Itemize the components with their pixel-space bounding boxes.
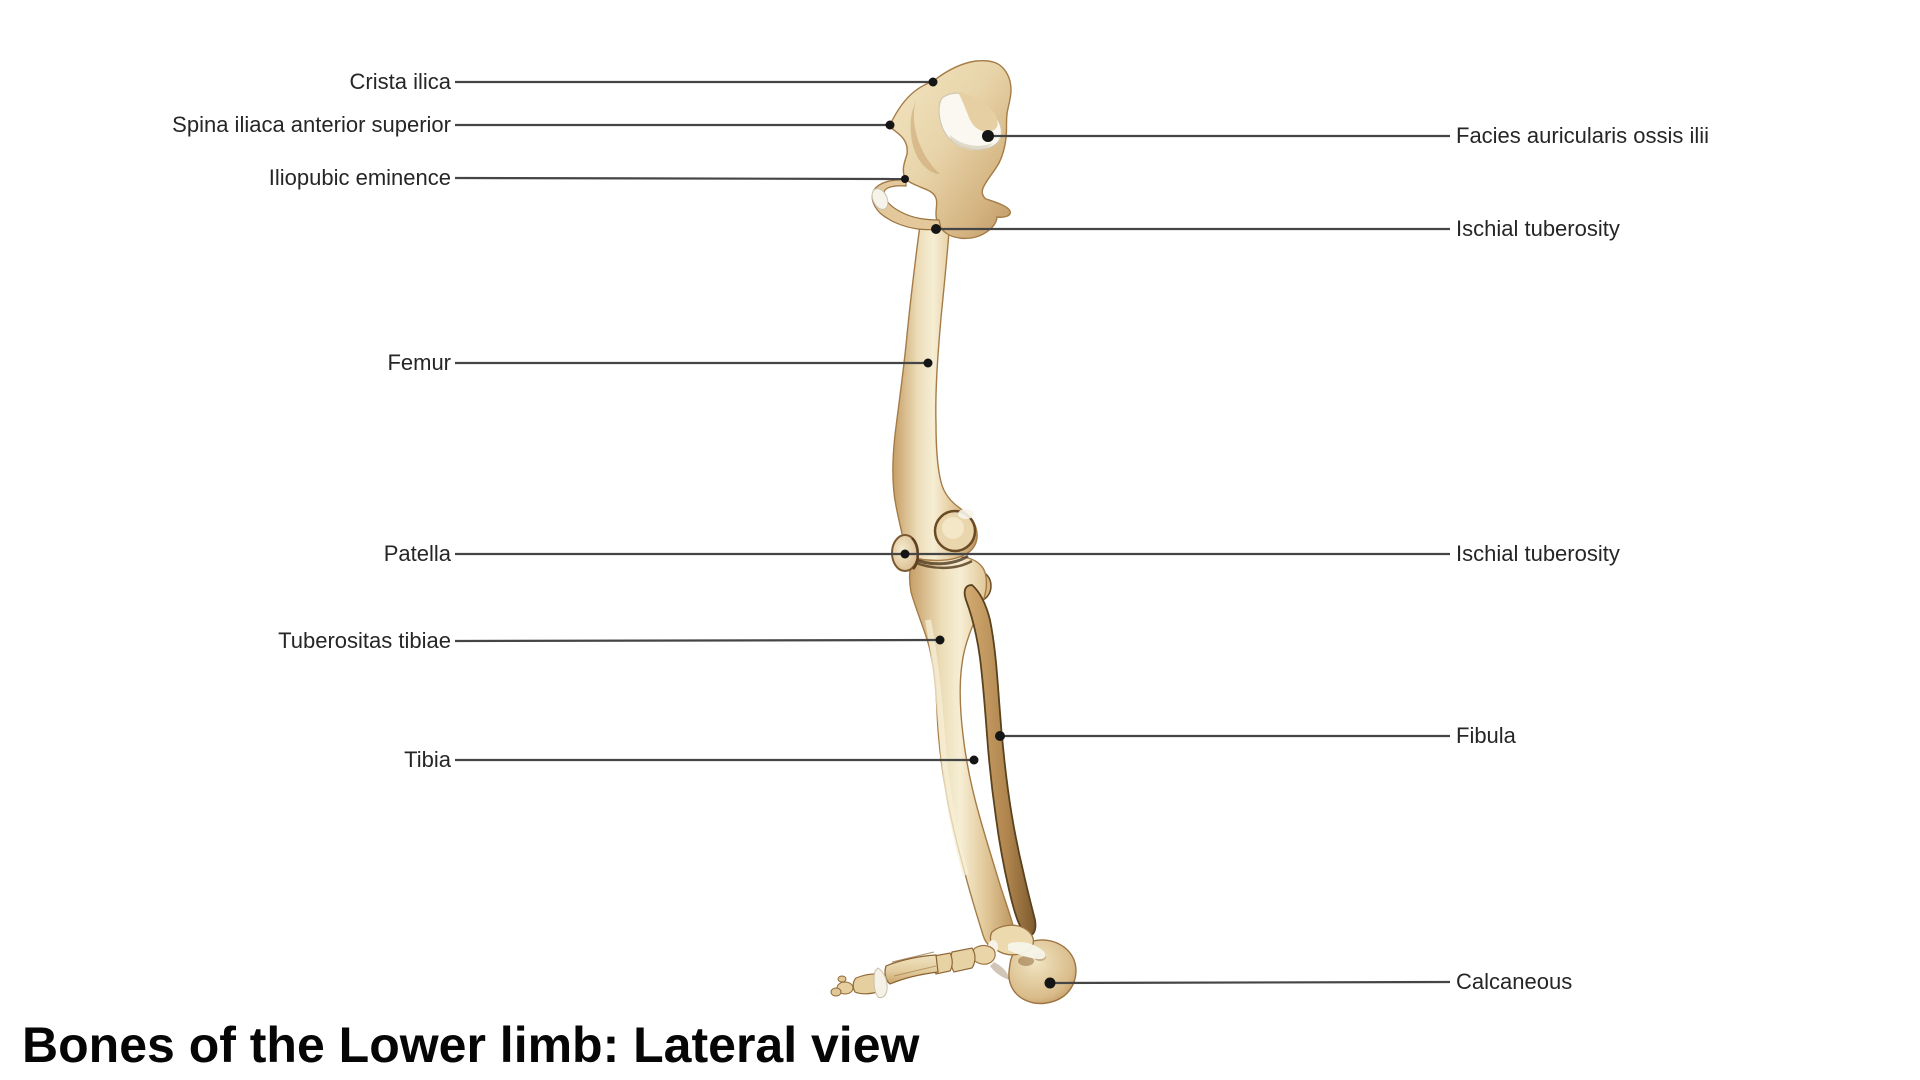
- leader-tuberositas-tibiae: [454, 638, 941, 643]
- label-crista-ilica: Crista ilica: [349, 69, 451, 94]
- label-facies-auricularis-ossis-ilii: Facies auricularis ossis ilii: [1456, 123, 1710, 148]
- label-calcaneous: Calcaneous: [1456, 969, 1573, 994]
- label-spina-iliaca-anterior-superior: Spina iliaca anterior superior: [172, 112, 451, 137]
- label-patella: Patella: [383, 541, 451, 566]
- femur-illustration: [892, 224, 978, 566]
- label-tuberositas-tibiae: Tuberositas tibiae: [278, 628, 451, 653]
- leader-calcaneous: [1049, 980, 1451, 985]
- figure-title: Bones of the Lower limb: Lateral view: [22, 1017, 920, 1073]
- leader-lines: [454, 80, 1451, 985]
- label-ischial-tuberosity-knee: Ischial tuberosity: [1456, 541, 1620, 566]
- leader-iliopubic-eminence: [454, 176, 906, 181]
- label-tibia: Tibia: [404, 747, 451, 772]
- label-femur: Femur: [387, 350, 451, 375]
- foot-illustration: [830, 924, 1077, 1005]
- label-ischial-tuberosity-upper: Ischial tuberosity: [1456, 216, 1620, 241]
- leader-dots: [885, 77, 1056, 989]
- label-iliopubic-eminence: Iliopubic eminence: [268, 165, 451, 190]
- label-fibula: Fibula: [1456, 723, 1516, 748]
- hip-bone-illustration: [871, 59, 1012, 240]
